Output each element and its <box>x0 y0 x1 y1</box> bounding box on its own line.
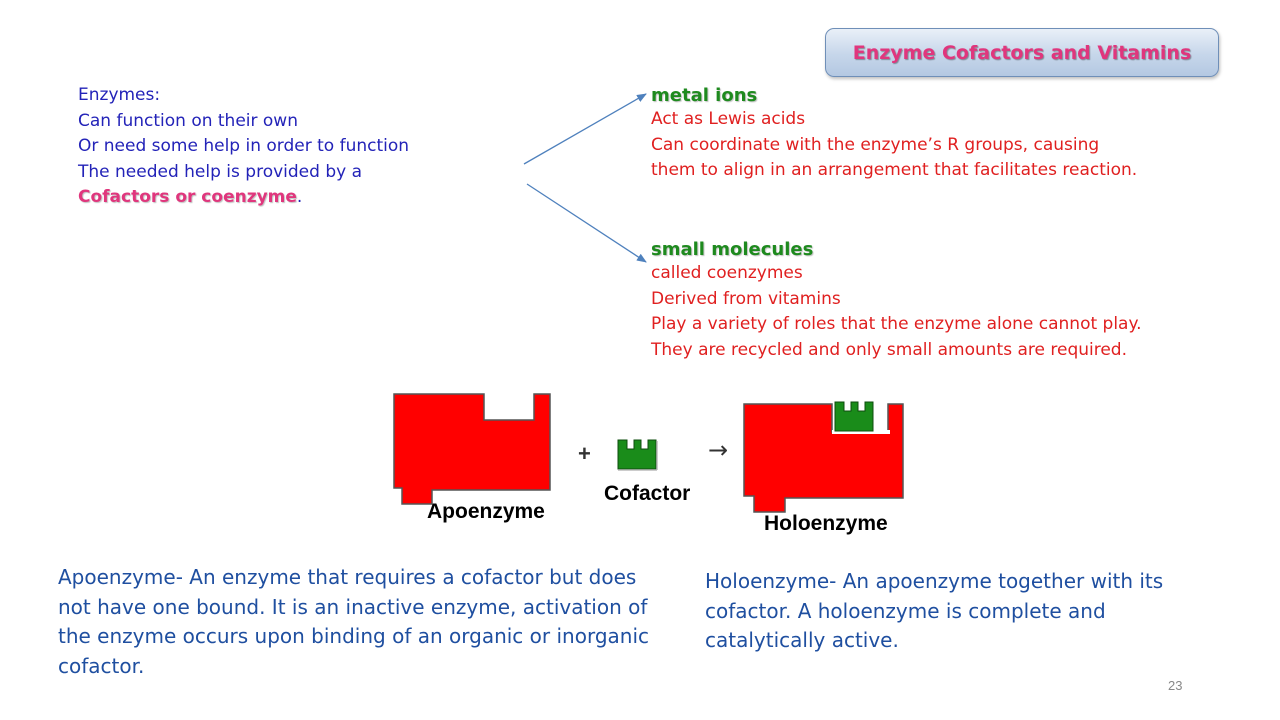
apoenzyme-shape <box>393 393 551 505</box>
intro-line-3: Or need some help in order to function <box>78 136 410 156</box>
intro-line-5: Cofactors or coenzyme. <box>78 185 409 211</box>
arrow-to-small-molecules <box>526 183 647 263</box>
cofactor-label: Cofactor <box>604 482 690 505</box>
arrow-to-metal-ions <box>523 93 647 165</box>
small-molecules-heading: small molecules <box>651 239 814 260</box>
plus-sign: + <box>578 441 591 466</box>
apoenzyme-description: Apoenzyme- An enzyme that requires a cof… <box>58 565 649 678</box>
slide-title-box: Enzyme Cofactors and Vitamins <box>825 28 1219 77</box>
cofactor-shape <box>617 439 657 470</box>
metal-ions-line: Can coordinate with the enzyme’s R group… <box>651 134 1100 155</box>
enzyme-cofactor-diagram: Apoenzyme + Cofactor → Holoenzyme <box>393 393 904 535</box>
small-molecules-line: Play a variety of roles that the enzyme … <box>651 314 1142 334</box>
metal-ions-section: metal ions Act as Lewis acids Can coordi… <box>651 85 1137 184</box>
metal-ions-heading: metal ions <box>651 85 758 106</box>
small-molecules-line: Derived from vitamins <box>651 288 841 309</box>
intro-period: . <box>296 187 303 207</box>
small-molecules-line: They are recycled and only small amounts… <box>651 339 1127 360</box>
small-molecules-section: small molecules called coenzymes Derived… <box>651 239 1142 363</box>
intro-block: Enzymes: Can function on their own Or ne… <box>78 83 409 211</box>
apoenzyme-label: Apoenzyme <box>427 500 545 523</box>
reaction-arrow: → <box>708 436 728 464</box>
cofactor-term: Cofactors or coenzyme <box>78 187 297 207</box>
bound-cofactor-shape <box>834 401 874 432</box>
page-number: 23 <box>1168 678 1183 693</box>
holoenzyme-label: Holoenzyme <box>764 512 888 535</box>
slide-title: Enzyme Cofactors and Vitamins <box>852 41 1192 64</box>
small-molecules-line: called coenzymes <box>651 263 803 283</box>
intro-line-2: Can function on their own <box>78 110 298 131</box>
holoenzyme-shape <box>743 403 904 513</box>
holoenzyme-description: Holoenzyme- An apoenzyme together with i… <box>705 569 1164 652</box>
metal-ions-line: them to align in an arrangement that fac… <box>651 160 1138 180</box>
metal-ions-line: Act as Lewis acids <box>651 109 806 129</box>
intro-line-4: The needed help is provided by a <box>78 161 363 182</box>
intro-line-1: Enzymes: <box>78 85 161 105</box>
